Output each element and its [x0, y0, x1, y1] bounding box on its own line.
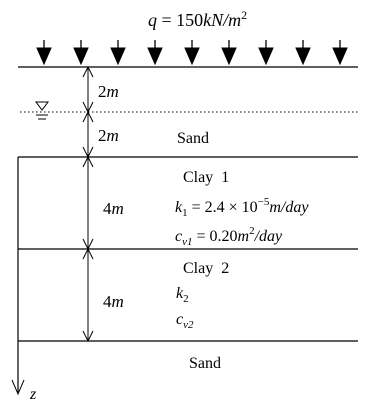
load-arrow-icon [147, 40, 163, 66]
load-arrow-icon [332, 40, 348, 66]
load-label: q = 150kN/m2 [148, 8, 247, 30]
thickness-label-2: 2m [98, 126, 119, 145]
layer-name-clay2: Clay 2 [183, 260, 229, 277]
thickness-label-3: 4m [103, 199, 124, 218]
layer-name-clay1: Clay 1 [183, 169, 229, 186]
layer-name-sand-bottom: Sand [189, 355, 221, 372]
clay1-permeability: k1 = 2.4 × 10−5m/day [175, 196, 309, 219]
load-arrow-icon [221, 40, 237, 66]
dimension-line [82, 65, 94, 343]
clay2-permeability: k2 [176, 285, 189, 305]
load-value: = 150 [157, 10, 203, 30]
load-unit: kN/m [203, 10, 241, 30]
load-arrow-icon [295, 40, 311, 66]
load-arrow-icon [110, 40, 126, 66]
depth-axis-label: z [29, 386, 37, 403]
thickness-label-4: 4m [103, 292, 124, 311]
layer-name-sand-top: Sand [177, 130, 209, 147]
load-arrow-icon [184, 40, 200, 66]
load-arrow-icon [73, 40, 89, 66]
load-unit-exponent: 2 [241, 8, 247, 22]
water-table-icon [35, 101, 49, 120]
clay1-consolidation-coefficient: cv1 = 0.20m2/day [175, 225, 283, 248]
load-arrows [36, 40, 348, 66]
load-symbol: q [148, 10, 157, 30]
clay2-consolidation-coefficient: cv2 [176, 311, 194, 331]
load-arrow-icon [258, 40, 274, 66]
thickness-label-1: 2m [98, 82, 119, 101]
load-arrow-icon [36, 40, 52, 66]
depth-axis-arrowhead [11, 379, 25, 396]
